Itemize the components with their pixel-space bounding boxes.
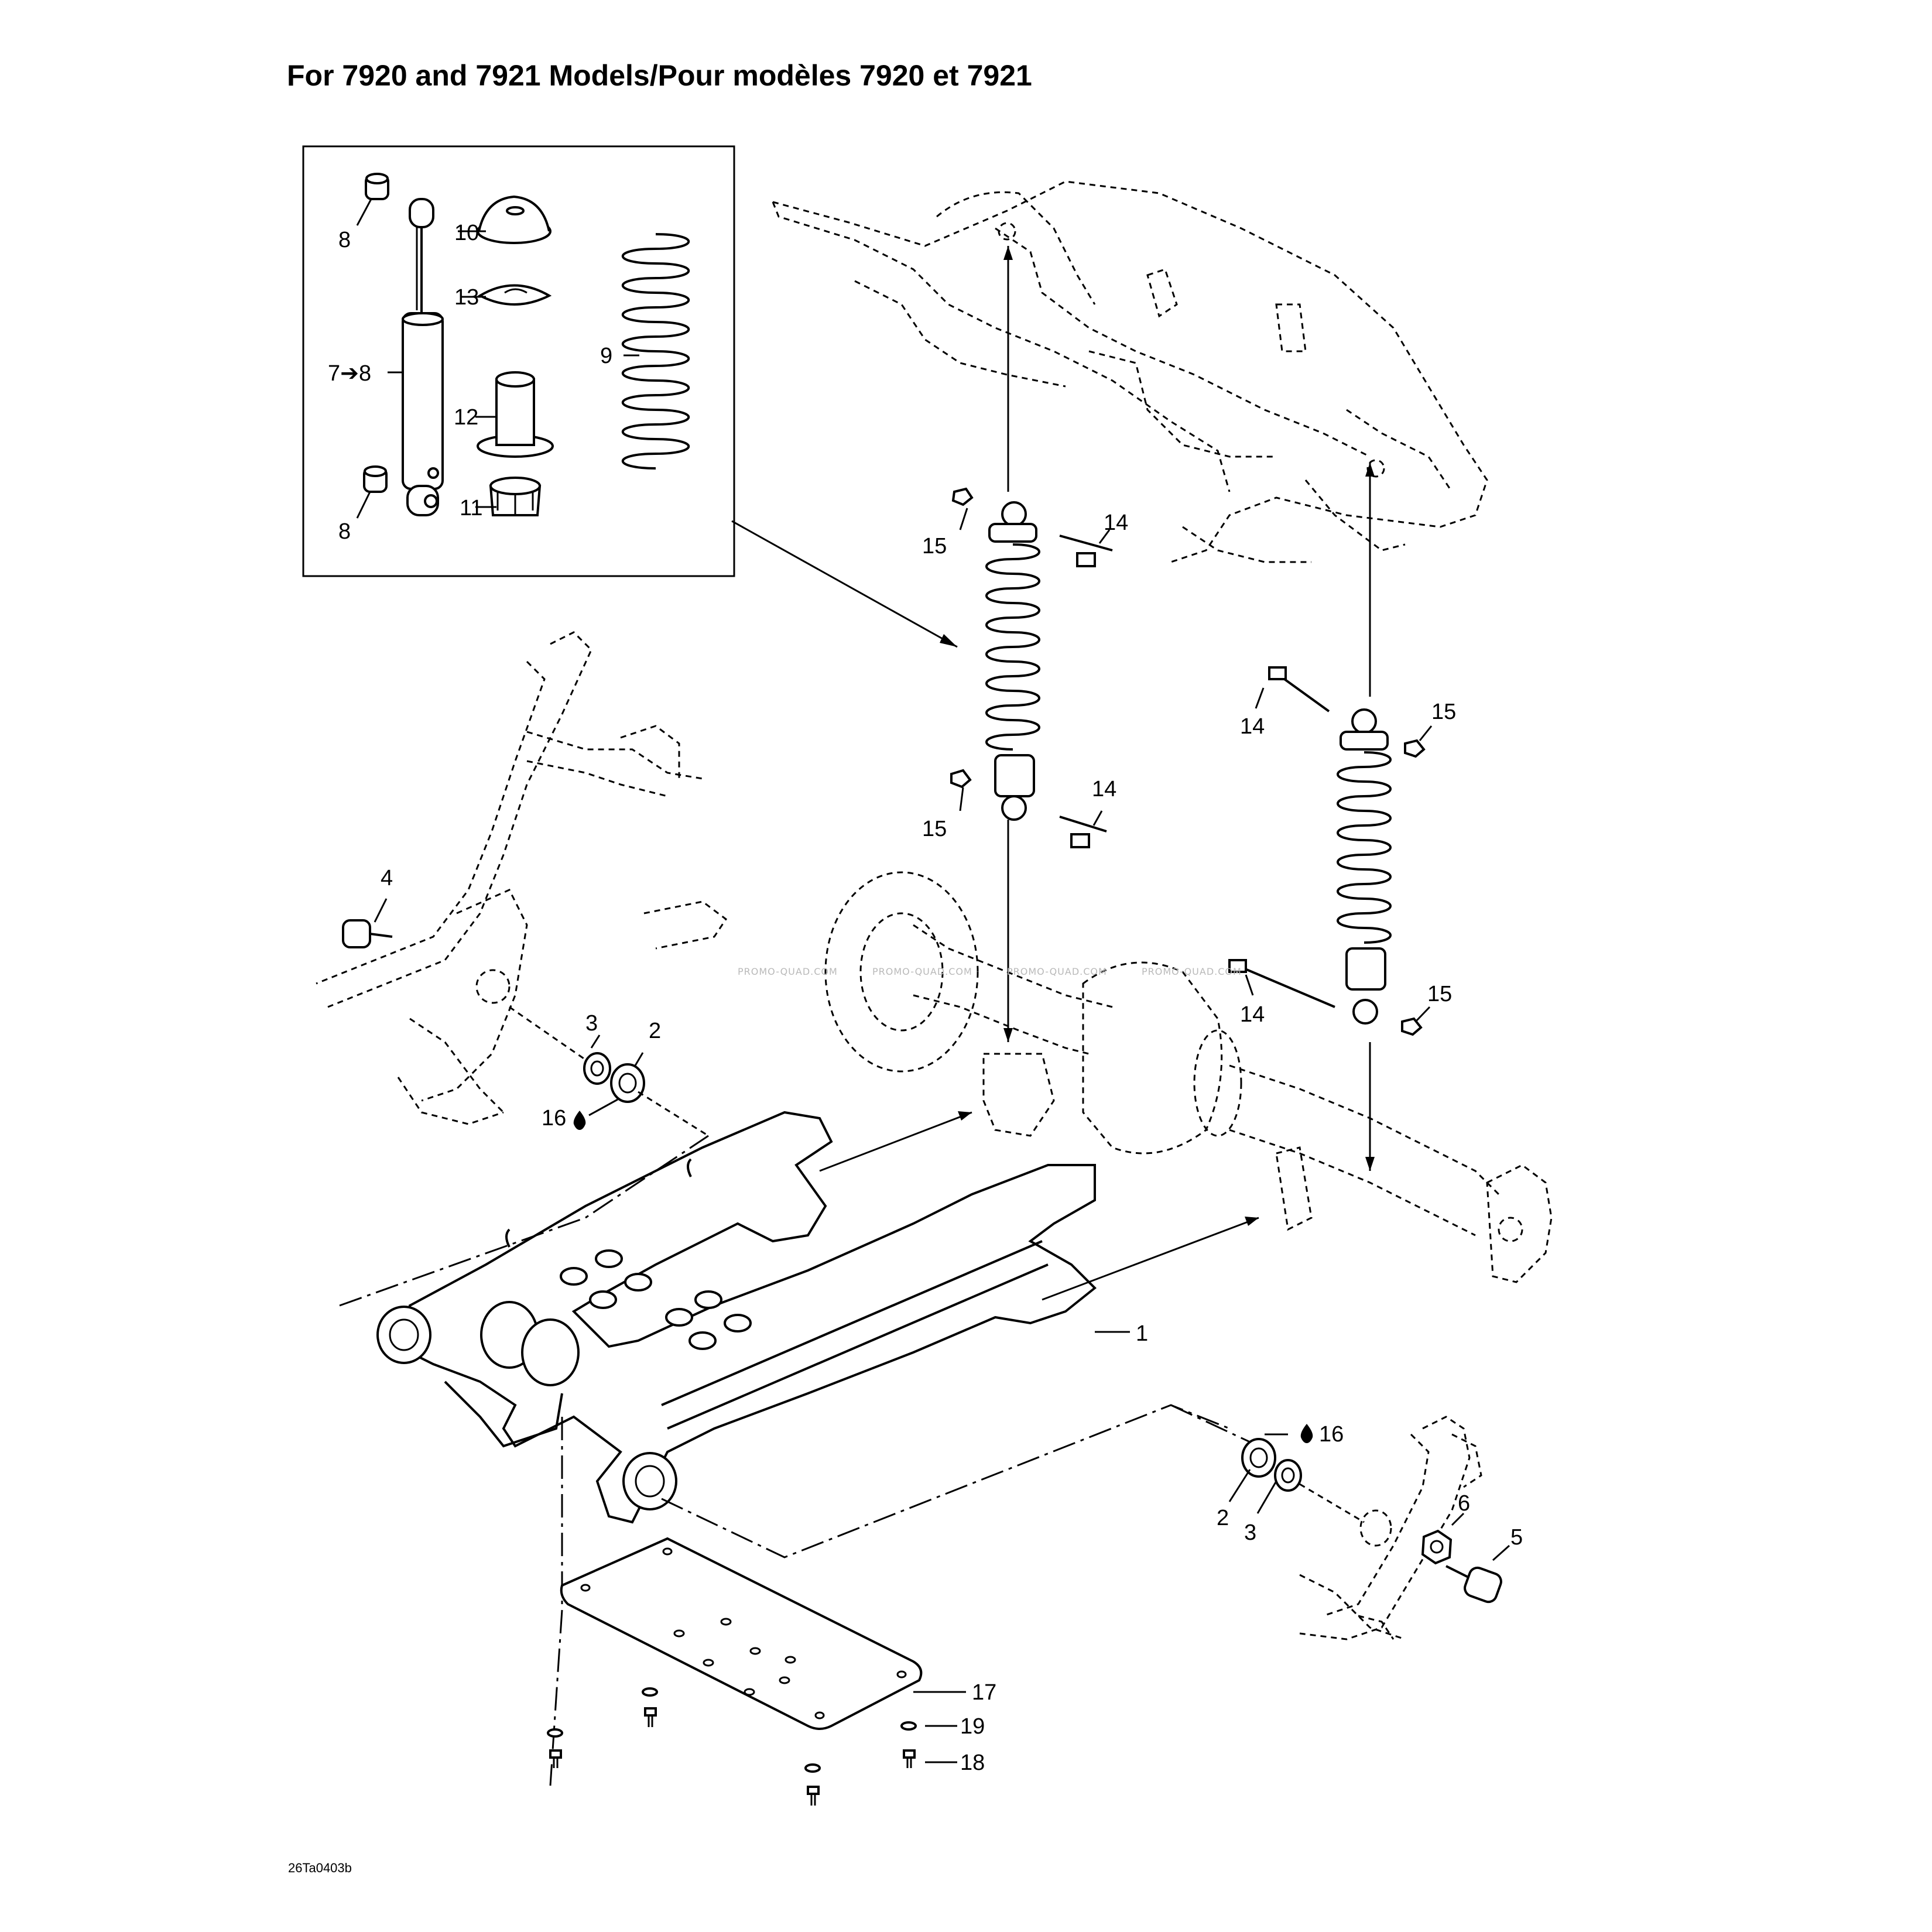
adjuster-nut-part (489, 477, 542, 516)
swing-arm-part-1 (376, 1111, 1130, 1524)
callout-17: 17 (972, 1680, 996, 1705)
bearing-parts-right (1241, 1438, 1365, 1523)
callout-3-left: 3 (585, 1011, 598, 1036)
callout-19: 19 (960, 1714, 985, 1739)
callout-4: 4 (381, 866, 393, 890)
skid-plate-fasteners-18-19 (547, 1687, 957, 1806)
callout-14-a: 14 (1104, 511, 1128, 535)
callout-9: 9 (600, 344, 612, 368)
callout-1: 1 (1136, 1321, 1148, 1346)
pivot-bolt-part-5 (1445, 1565, 1502, 1604)
right-frame-bracket (1299, 1416, 1482, 1640)
callout-5: 5 (1510, 1525, 1523, 1550)
callout-13: 13 (454, 285, 479, 310)
rear-frame-outline (772, 180, 1488, 563)
watermark-3: PROMO-QUAD.COM (1007, 966, 1107, 977)
callout-10: 10 (454, 221, 479, 245)
bearing-parts-left (509, 1006, 709, 1137)
bushing-part-upper (365, 173, 389, 200)
watermark-2: PROMO-QUAD.COM (872, 966, 972, 977)
oil-drop-icon-left (573, 1111, 586, 1130)
oil-drop-icon-right (1300, 1424, 1313, 1443)
shock-detail-inset (302, 145, 735, 577)
callout-2-left: 2 (649, 1019, 661, 1043)
callout-14-b: 14 (1092, 777, 1116, 801)
callout-8-top: 8 (338, 228, 351, 252)
callout-16-left: 16 (542, 1106, 566, 1131)
diagram-title: For 7920 and 7921 Models/Pour modèles 79… (287, 59, 1032, 92)
callout-15-c: 15 (1431, 700, 1456, 724)
callout-2-right: 2 (1217, 1506, 1229, 1530)
left-shock-assembly (950, 487, 1113, 848)
watermark-1: PROMO-QUAD.COM (738, 966, 838, 977)
callout-15-b: 15 (922, 817, 947, 841)
watermark-4: PROMO-QUAD.COM (1142, 966, 1242, 977)
skid-plate-part-17 (560, 1537, 966, 1730)
spring-seat-part (477, 195, 551, 244)
rear-axle-assembly (824, 871, 1553, 1283)
bushing-part-lower (363, 465, 388, 493)
callout-18: 18 (960, 1751, 985, 1775)
left-frame-bracket (316, 631, 728, 1125)
coil-spring-part (621, 233, 690, 470)
sleeve-part (477, 371, 554, 458)
callout-14-d: 14 (1240, 1002, 1265, 1027)
callout-15-d: 15 (1427, 982, 1452, 1006)
pivot-bolt-part-4 (342, 919, 393, 948)
callout-7-to-8: 7➔8 (328, 361, 371, 386)
callout-8-bottom: 8 (338, 519, 351, 544)
callout-12: 12 (454, 405, 478, 430)
callout-6: 6 (1458, 1491, 1470, 1516)
callout-14-c: 14 (1240, 714, 1265, 739)
callout-11: 11 (460, 496, 482, 520)
drawing-code: 26Ta0403b (288, 1861, 352, 1875)
shock-absorber-part (402, 198, 444, 516)
right-shock-assembly (1228, 666, 1426, 1036)
callout-16-right: 16 (1319, 1422, 1344, 1447)
nut-part-6 (1421, 1529, 1453, 1565)
callout-15-a: 15 (922, 534, 947, 559)
callout-3-right: 3 (1244, 1520, 1256, 1545)
retainer-part (477, 284, 552, 306)
